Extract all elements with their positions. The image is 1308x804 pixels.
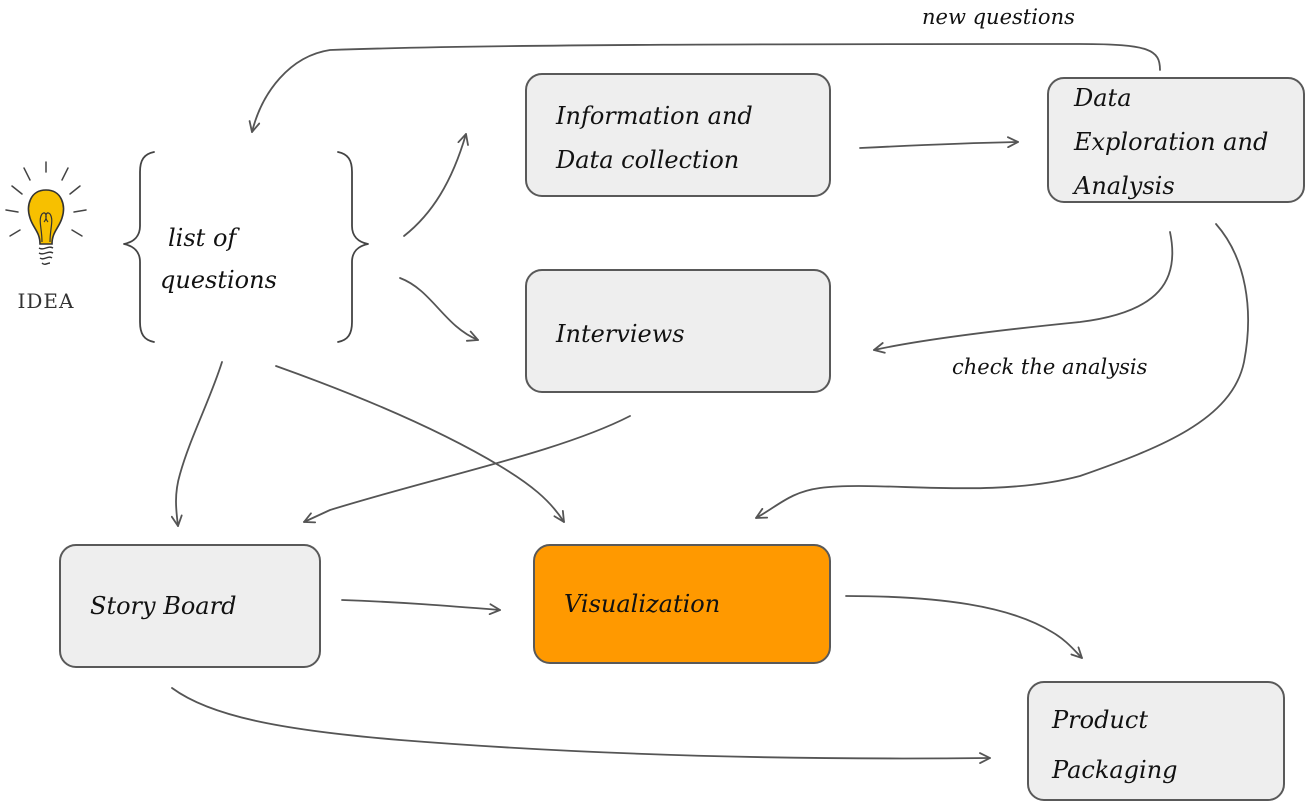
node-data-exploration-line2: Exploration and (1073, 128, 1268, 156)
arrow-data-exploration-to-interviews (873, 231, 1174, 354)
left-brace (123, 151, 155, 343)
node-info-collection[interactable]: Information and Data collection (525, 73, 831, 197)
idea-lightbulb-icon: IDEA (5, 161, 87, 313)
node-interviews-label: Interviews (555, 320, 685, 348)
node-visualization[interactable]: Visualization (533, 544, 831, 664)
node-story-board-label: Story Board (90, 592, 236, 620)
idea-label: IDEA (18, 289, 75, 313)
node-story-board[interactable]: Story Board (59, 544, 321, 668)
arrow-questions-to-info-collection (403, 133, 469, 237)
arrow-info-collection-to-data-exploration (859, 136, 1019, 149)
arrow-story-board-to-visualization (341, 599, 501, 616)
arrow-questions-to-interviews (399, 277, 479, 342)
node-product-packaging-line2: Packaging (1051, 756, 1178, 784)
node-data-exploration-line1: Data (1073, 84, 1132, 112)
arrow-data-exploration-to-visualization (755, 223, 1249, 519)
node-data-exploration-line3: Analysis (1072, 172, 1175, 200)
node-info-collection-line2: Data collection (555, 146, 739, 174)
node-data-exploration[interactable]: Data Exploration and Analysis (1047, 77, 1305, 203)
arrow-interviews-to-story-board (303, 415, 631, 524)
node-interviews[interactable]: Interviews (525, 269, 831, 393)
arrow-questions-to-story-board (170, 361, 223, 527)
edge-label-check-analysis: check the analysis (952, 355, 1148, 379)
node-product-packaging[interactable]: Product Packaging (1027, 681, 1285, 801)
right-brace (337, 151, 369, 343)
questions-label-line2: questions (160, 266, 277, 294)
arrow-visualization-to-product-packaging (845, 595, 1083, 659)
light-rays-icon (5, 161, 87, 237)
node-visualization-label: Visualization (564, 590, 720, 618)
node-info-collection-line1: Information and (555, 102, 753, 130)
questions-label-line1: list of (168, 224, 240, 252)
edge-label-new-questions: new questions (922, 5, 1075, 29)
arrow-story-board-to-product-packaging (171, 687, 991, 765)
arrow-questions-to-visualization (275, 365, 565, 523)
node-product-packaging-line1: Product (1051, 706, 1148, 734)
arrow-data-exploration-to-questions (248, 43, 1161, 133)
